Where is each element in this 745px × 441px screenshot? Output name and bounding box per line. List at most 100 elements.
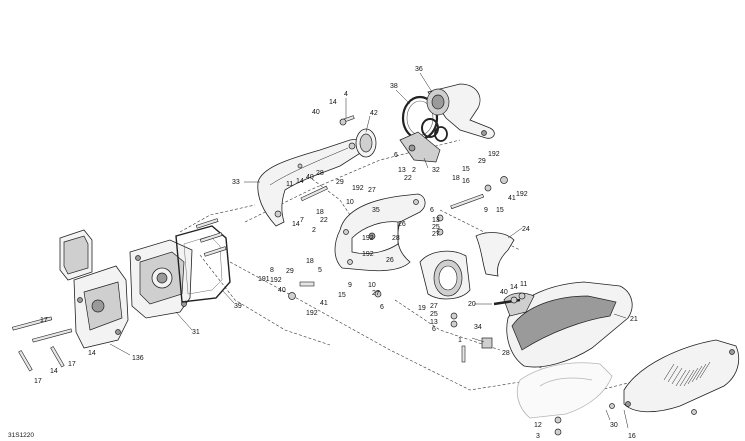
callout-17: 17	[68, 361, 76, 368]
callout-9: 9	[484, 207, 488, 214]
callout-40: 40	[312, 109, 320, 116]
callout-16: 16	[628, 433, 636, 440]
callout-4: 4	[344, 91, 348, 98]
callout-192: 192	[352, 185, 364, 192]
callout-32: 32	[432, 167, 440, 174]
callout-6: 6	[430, 207, 434, 214]
pulley-assembly-36	[421, 83, 495, 142]
callout-31: 31	[192, 329, 200, 336]
callout-15: 15	[496, 207, 504, 214]
callout-192: 192	[362, 251, 374, 258]
leader-lines	[109, 72, 629, 429]
callout-41: 41	[320, 300, 328, 307]
callout-2: 2	[312, 227, 316, 234]
callout-192: 192	[362, 235, 374, 242]
callout-21: 21	[630, 316, 638, 323]
callout-2: 2	[412, 167, 416, 174]
callout-12: 12	[534, 422, 542, 429]
callout-10: 10	[346, 199, 354, 206]
callout-40: 40	[500, 289, 508, 296]
callout-26: 26	[398, 221, 406, 228]
callout-5: 5	[318, 267, 322, 274]
callout-28: 28	[502, 350, 510, 357]
callout-19: 19	[418, 305, 426, 312]
callout-14: 14	[510, 284, 518, 291]
callout-17: 17	[34, 378, 42, 385]
callout-20: 20	[468, 301, 476, 308]
callout-192: 192	[488, 151, 500, 158]
callout-27: 27	[432, 231, 440, 238]
cover-plate-32	[399, 131, 441, 163]
callout-34: 34	[474, 324, 482, 331]
callout-10: 10	[368, 282, 376, 289]
callout-8: 8	[270, 267, 274, 274]
callout-18: 18	[316, 209, 324, 216]
callout-15: 15	[462, 166, 470, 173]
callout-29: 29	[286, 268, 294, 275]
gear-housing-31	[129, 239, 193, 319]
callout-14: 14	[329, 99, 337, 106]
callout-25: 25	[432, 224, 440, 231]
callout-16: 16	[462, 178, 470, 185]
callout-7: 7	[300, 217, 304, 224]
airbox-21	[493, 281, 633, 368]
callout-41: 41	[508, 195, 516, 202]
callout-30: 30	[610, 422, 618, 429]
callout-40: 40	[278, 287, 286, 294]
callout-14: 14	[292, 221, 300, 228]
callout-29: 29	[336, 179, 344, 186]
callout-192: 192	[306, 310, 318, 317]
callout-136: 136	[132, 355, 144, 362]
callout-27: 27	[372, 290, 380, 297]
callout-18: 18	[306, 258, 314, 265]
callout-191: 191	[258, 276, 270, 283]
callout-33: 33	[232, 179, 240, 186]
callout-39: 39	[234, 303, 242, 310]
callout-25: 25	[430, 311, 438, 318]
callout-18: 18	[452, 175, 460, 182]
callout-11: 11	[286, 181, 293, 188]
central-frame-35	[334, 193, 426, 272]
callout-1: 1	[458, 337, 462, 344]
callout-14: 14	[50, 368, 58, 375]
callout-27: 27	[430, 303, 438, 310]
callout-42: 42	[370, 110, 378, 117]
callout-14: 14	[88, 350, 96, 357]
callout-11: 11	[520, 281, 527, 288]
callout-13: 13	[398, 167, 406, 174]
fasteners	[12, 115, 697, 436]
callout-35: 35	[372, 207, 380, 214]
bracket-24	[475, 232, 515, 277]
callout-3: 3	[536, 433, 540, 440]
callout-36: 36	[415, 66, 423, 73]
callout-9: 9	[348, 282, 352, 289]
callout-29: 29	[478, 158, 486, 165]
housing-42	[355, 128, 377, 158]
back-bracket-33	[257, 139, 365, 227]
callout-14: 14	[296, 178, 304, 185]
callout-192: 192	[270, 277, 282, 284]
callout-17: 17	[40, 317, 48, 324]
callout-6: 6	[380, 304, 384, 311]
callout-192: 192	[516, 191, 528, 198]
callout-15: 15	[338, 292, 346, 299]
heat-shield-ghost	[516, 362, 613, 419]
callout-13: 13	[430, 319, 438, 326]
callout-26: 26	[386, 257, 394, 264]
callout-22: 22	[320, 217, 328, 224]
callout-28: 28	[316, 170, 324, 177]
callout-13: 13	[432, 217, 440, 224]
callout-6: 6	[432, 326, 436, 333]
callout-38: 38	[390, 83, 398, 90]
muffler-cover-16	[623, 339, 740, 413]
callout-28: 28	[392, 235, 400, 242]
callout-27: 27	[368, 187, 376, 194]
callout-22: 22	[404, 175, 412, 182]
reference-code: 31S1220	[8, 432, 34, 439]
callout-40: 40	[306, 174, 314, 181]
actuator-motor-136	[59, 229, 129, 349]
callout-6: 6	[394, 152, 398, 159]
intake-elbow	[419, 250, 471, 300]
callout-24: 24	[522, 226, 530, 233]
